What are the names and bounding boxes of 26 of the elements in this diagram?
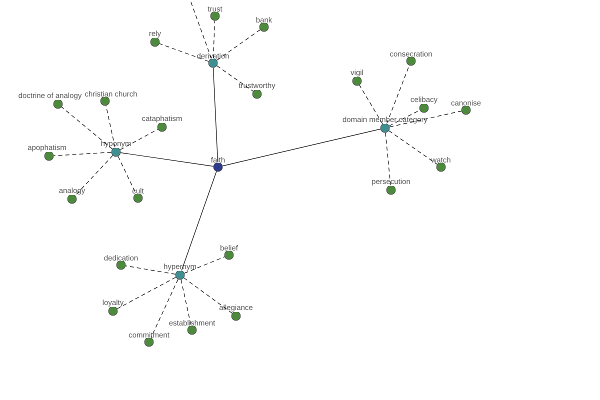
connector-line: [385, 132, 391, 186]
connector-line: [216, 29, 260, 61]
connector-line: [118, 156, 136, 194]
connector-line: [150, 279, 178, 338]
connector-line: [212, 20, 216, 59]
connector-line: [184, 278, 232, 314]
connector-line: [389, 110, 462, 128]
connector-line: [74, 155, 114, 196]
connector-line: [120, 128, 158, 150]
connector-line: [120, 152, 214, 167]
connector-line: [388, 130, 438, 165]
connector-line: [116, 276, 176, 310]
connector-line: [212, 67, 218, 163]
connector-line: [61, 106, 113, 150]
connector-line: [184, 256, 225, 274]
connector-line: [125, 266, 176, 274]
connector-line: [106, 105, 116, 148]
connector-line: [53, 152, 112, 156]
connector-line: [216, 65, 254, 92]
connector-line: [359, 84, 383, 124]
connector-line: [386, 65, 410, 124]
connector-line: [159, 43, 209, 62]
connector-line: [222, 128, 381, 166]
connector-line: [388, 110, 420, 126]
connector-line: [181, 171, 217, 271]
connector-line: [180, 279, 192, 326]
